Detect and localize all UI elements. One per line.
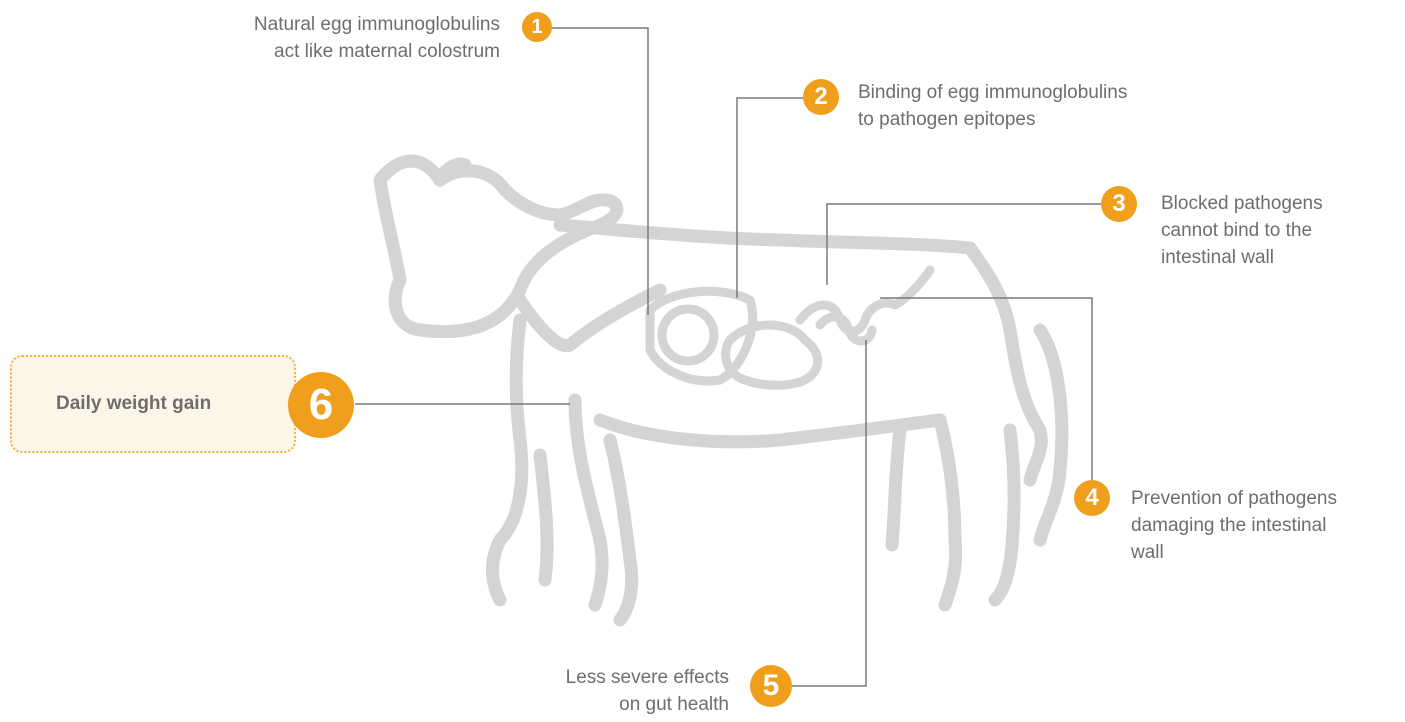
step-3-line-1: Blocked pathogens xyxy=(1161,190,1323,217)
step-3-badge: 3 xyxy=(1101,186,1137,222)
step-5-badge: 5 xyxy=(750,665,792,707)
step-4-line-1: Prevention of pathogens xyxy=(1131,485,1337,512)
step-2-line-1: Binding of egg immunoglobulins xyxy=(858,79,1127,106)
step-3-line-3: intestinal wall xyxy=(1161,244,1323,271)
step-2-label: Binding of egg immunoglobulins to pathog… xyxy=(858,79,1127,133)
outcome-box: Daily weight gain xyxy=(10,355,296,453)
step-4-badge: 4 xyxy=(1074,480,1110,516)
calf-front-leg-3 xyxy=(540,455,547,580)
calf-front-leg-1 xyxy=(575,400,602,605)
calf-silhouette xyxy=(380,161,1062,620)
calf-front-leg-2 xyxy=(610,440,632,620)
step-5-line-2: on gut health xyxy=(566,691,729,718)
step-6-badge: 6 xyxy=(288,372,354,438)
callout-line-2 xyxy=(737,98,805,298)
step-1-line-1: Natural egg immunoglobulins xyxy=(254,11,500,38)
callout-line-5 xyxy=(792,340,866,686)
outcome-label: Daily weight gain xyxy=(56,393,211,415)
calf-neck xyxy=(520,290,660,346)
step-3-line-2: cannot bind to the xyxy=(1161,217,1323,244)
calf-chest xyxy=(493,320,522,600)
step-4-line-3: wall xyxy=(1131,539,1337,566)
gut-organs xyxy=(650,270,930,385)
calf-head xyxy=(380,161,617,332)
step-1-badge: 1 xyxy=(522,12,552,42)
calf-hind-leg-1 xyxy=(940,420,956,605)
callout-line-1 xyxy=(550,28,648,315)
step-4-label: Prevention of pathogens damaging the int… xyxy=(1131,485,1337,566)
step-3-label: Blocked pathogens cannot bind to the int… xyxy=(1161,190,1323,271)
step-4-line-2: damaging the intestinal xyxy=(1131,512,1337,539)
calf-hind-leg-2 xyxy=(995,430,1014,600)
step-1-line-2: act like maternal colostrum xyxy=(254,38,500,65)
step-2-line-2: to pathogen epitopes xyxy=(858,106,1127,133)
calf-hind-leg-3 xyxy=(892,430,900,545)
step-1-label: Natural egg immunoglobulins act like mat… xyxy=(254,11,500,65)
abomasum xyxy=(662,309,714,361)
step-5-label: Less severe effects on gut health xyxy=(566,664,729,718)
step-5-line-1: Less severe effects xyxy=(566,664,729,691)
calf-back xyxy=(560,225,970,248)
calf-belly xyxy=(600,420,940,442)
step-2-badge: 2 xyxy=(803,79,839,115)
